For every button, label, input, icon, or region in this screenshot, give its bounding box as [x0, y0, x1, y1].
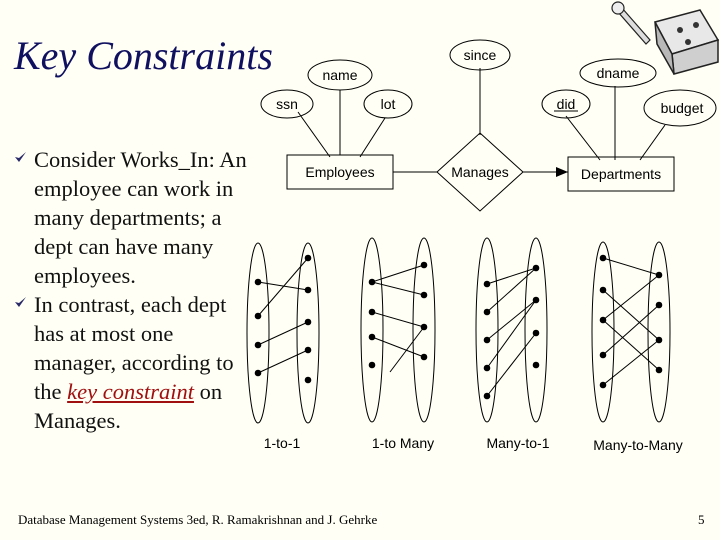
cardinality-label-1-to-1: 1-to-1 — [264, 435, 301, 451]
attr-budget-label: budget — [661, 100, 704, 116]
checkmark-bullet-icon — [15, 297, 26, 307]
cardinality-label-1-to-many: 1-to Many — [372, 435, 434, 451]
attr-name-oval — [307, 59, 373, 91]
er-connectors — [297, 68, 666, 173]
checkmark-bullet-icon — [15, 152, 26, 162]
bullet-item-1: Consider Works_In: An employee can work … — [14, 145, 254, 290]
attr-dname-oval — [579, 58, 657, 88]
attr-did-oval — [541, 89, 591, 119]
cardinality-links — [257, 257, 660, 397]
bullet-text-2a: In contrast, each dept has at most one m… — [34, 292, 234, 404]
bullet-list: Consider Works_In: An employee can work … — [14, 145, 254, 435]
attr-ssn-oval — [260, 89, 314, 119]
attr-did-label: did — [557, 96, 576, 112]
cardinality-label-many-to-many: Many-to-Many — [593, 437, 682, 453]
entity-departments-label: Departments — [581, 166, 661, 182]
entity-employees-box — [286, 154, 394, 190]
entity-employees-label: Employees — [305, 164, 374, 180]
attr-lot-label: lot — [381, 96, 396, 112]
attr-dname-label: dname — [597, 65, 640, 81]
page-number: 5 — [698, 512, 705, 527]
footer-citation: Database Management Systems 3ed, R. Rama… — [18, 512, 378, 527]
attribute-ovals — [260, 39, 717, 127]
key-lock-clipart-icon — [611, 1, 720, 75]
entity-departments-box — [567, 156, 675, 192]
slide-title: Key Constraints — [14, 33, 273, 78]
bullet-item-2: In contrast, each dept has at most one m… — [14, 290, 254, 435]
attr-since-label: since — [464, 47, 497, 63]
cardinality-ovals — [246, 237, 671, 424]
bullet-text-2b: on Manages. — [34, 379, 223, 433]
attr-budget-oval — [643, 89, 717, 127]
cardinality-dots — [254, 254, 663, 400]
attr-ssn-label: ssn — [276, 96, 298, 112]
attr-name-label: name — [322, 67, 357, 83]
key-constraint-term: key constraint — [67, 379, 194, 404]
relationship-manages-diamond — [436, 132, 524, 212]
attr-since-oval — [449, 39, 511, 71]
key-constraint-arrowhead — [556, 167, 568, 177]
bullet-text-1: Consider Works_In: An employee can work … — [34, 147, 247, 288]
attr-lot-oval — [363, 89, 413, 119]
cardinality-label-many-to-1: Many-to-1 — [486, 435, 549, 451]
relationship-manages-label: Manages — [451, 164, 509, 180]
